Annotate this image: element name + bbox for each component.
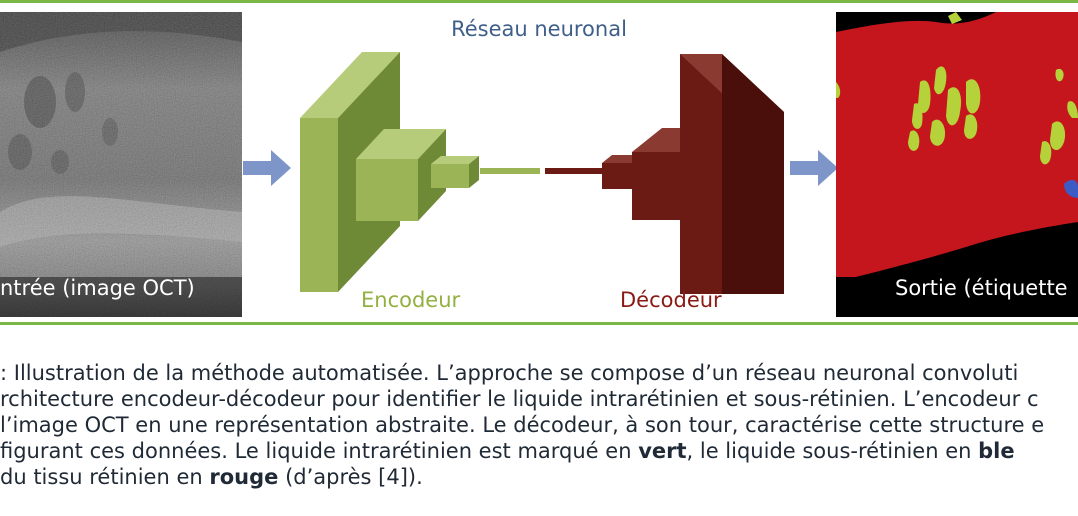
input-label: ntrée (image OCT) [0, 276, 195, 300]
arrow-icon [243, 150, 293, 190]
caption-line: figurant ces données. Le liquide intraré… [0, 438, 1078, 464]
figure-frame: ntrée (image OCT) Réseau neuronal Encode… [0, 0, 1078, 325]
caption-bold-rouge: rouge [209, 465, 279, 489]
caption-text: , le liquide sous-rétinien en [686, 439, 979, 463]
encoder-bottleneck-line [480, 168, 540, 174]
frame-bottom-line [0, 322, 1078, 325]
encoder-block-small [431, 156, 483, 196]
caption-line: rchitecture encodeur-décodeur pour ident… [0, 387, 1039, 411]
segmentation-output-image [836, 12, 1078, 317]
caption-line: : Illustration de la méthode automatisée… [0, 361, 1019, 385]
caption-text: du tissu rétinien en [0, 465, 210, 489]
decoder-bottleneck-line [545, 168, 603, 174]
caption-bold-vert: vert [638, 439, 687, 463]
encoder-label: Encodeur [361, 288, 461, 312]
caption-text: figurant ces données. Le liquide intraré… [0, 439, 639, 463]
caption-line: du tissu rétinien en rouge (d’après [4])… [0, 464, 1078, 490]
figure-caption: : Illustration de la méthode automatisée… [0, 360, 1078, 490]
arrow-icon [790, 150, 840, 190]
caption-line: l’image OCT en une représentation abstra… [0, 413, 1045, 437]
decoder-label: Décodeur [620, 288, 722, 312]
frame-top-line [0, 0, 1078, 3]
output-label: Sortie (étiquette [895, 276, 1068, 300]
caption-bold-bleu: ble [978, 439, 1015, 463]
caption-text: (d’après [4]). [278, 465, 423, 489]
decoder-block-large [680, 48, 786, 302]
diagram-title: Réseau neuronal [451, 17, 627, 41]
oct-input-image [0, 12, 242, 317]
